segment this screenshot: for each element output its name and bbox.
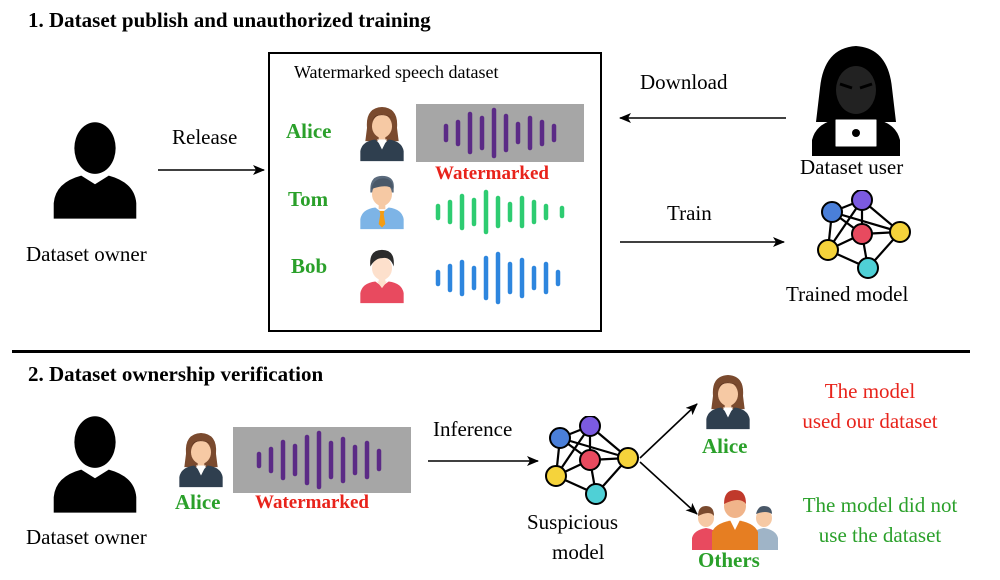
section1-title: 1. Dataset publish and unauthorized trai… bbox=[28, 8, 431, 32]
result-negative-text: The model did not use the dataset bbox=[770, 490, 990, 550]
result-negative-line2: use the dataset bbox=[818, 523, 942, 547]
speaker-name-alice: Alice bbox=[286, 119, 332, 143]
dataset-owner-label-2: Dataset owner bbox=[26, 525, 147, 549]
soundwave-icon bbox=[256, 430, 382, 490]
suspicious-model-label-line2: model bbox=[552, 540, 605, 564]
speaker-name-bob: Bob bbox=[291, 254, 328, 278]
query-name-alice: Alice bbox=[175, 490, 221, 514]
soundwave-icon bbox=[443, 107, 557, 159]
watermarked-audio-panel bbox=[233, 427, 411, 493]
inference-label: Inference bbox=[433, 417, 513, 441]
train-label: Train bbox=[667, 201, 712, 225]
woman-avatar-icon bbox=[706, 375, 750, 430]
result-name-alice: Alice bbox=[702, 434, 748, 458]
result-positive-text: The model used our dataset bbox=[770, 376, 970, 436]
dataset-owner-label: Dataset owner bbox=[26, 242, 147, 266]
speaker-name-tom: Tom bbox=[288, 187, 329, 211]
suspicious-model-label-line1: Suspicious bbox=[527, 510, 619, 534]
hacker-icon bbox=[812, 46, 900, 156]
dataset-user-label: Dataset user bbox=[800, 155, 904, 179]
trained-model-label: Trained model bbox=[786, 282, 909, 306]
result-negative-line1: The model did not bbox=[802, 493, 958, 517]
result-positive-line2: used our dataset bbox=[802, 409, 938, 433]
section2-title: 2. Dataset ownership verification bbox=[28, 362, 324, 386]
soundwave-icon bbox=[435, 189, 565, 235]
dataset-box-title: Watermarked speech dataset bbox=[294, 62, 499, 82]
download-label: Download bbox=[640, 70, 728, 94]
release-label: Release bbox=[172, 125, 238, 149]
watermarked-label-section1: Watermarked bbox=[435, 163, 549, 184]
group-avatar-icon bbox=[692, 490, 778, 550]
watermarked-label-section2: Watermarked bbox=[255, 492, 369, 513]
soundwave-icon bbox=[435, 251, 561, 305]
section-divider bbox=[12, 350, 970, 353]
result-positive-line1: The model bbox=[824, 379, 916, 403]
result-name-others: Others bbox=[698, 548, 760, 572]
